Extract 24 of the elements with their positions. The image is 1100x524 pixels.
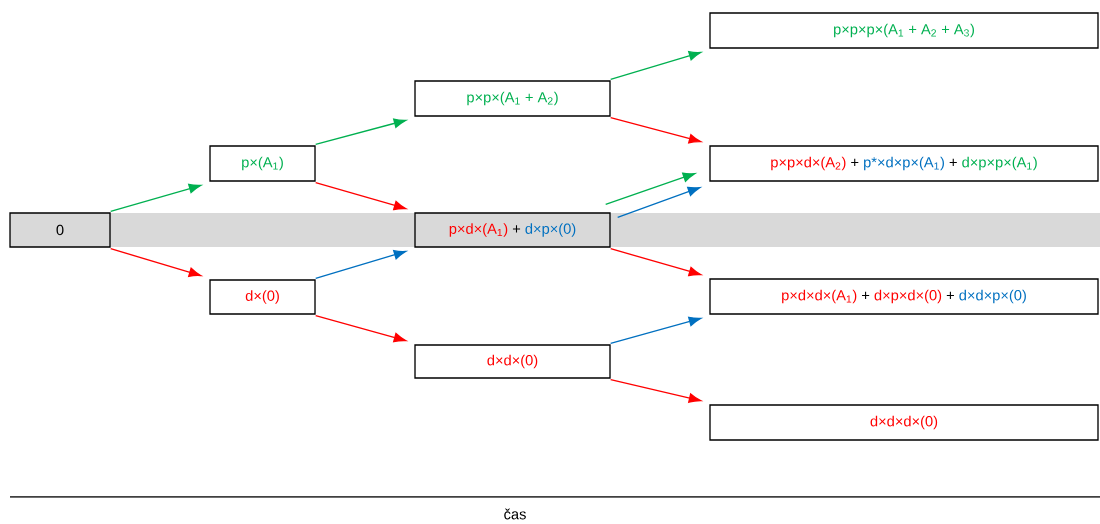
arrow bbox=[315, 182, 407, 211]
arrow bbox=[110, 183, 202, 212]
state-box: 0 bbox=[9, 212, 111, 248]
arrow bbox=[610, 248, 702, 277]
arrow bbox=[610, 316, 702, 344]
axis-label: čas bbox=[504, 508, 526, 520]
state-box: p×d×(A$_{1}$) + d×p×(0) bbox=[414, 212, 611, 248]
state-box: p×p×d×(A$_{2}$) + p*×d×p×(A$_{1}$) + d×p×p×(A$_{1}$) bbox=[709, 145, 1099, 182]
arrow bbox=[605, 172, 696, 205]
state-box: p×d×d×(A$_{1}$) + d×p×d×(0) + d×d×p×(0) bbox=[709, 278, 1099, 315]
state-box: p×p×(A$_{1}$ + A$_{2}$) bbox=[414, 80, 611, 117]
state-box: p×(A$_{1}$) bbox=[209, 145, 316, 182]
arrow bbox=[315, 118, 407, 145]
arrow bbox=[610, 117, 702, 144]
state-box: d×d×(0) bbox=[414, 344, 611, 379]
arrow bbox=[610, 379, 702, 403]
state-box: d×d×d×(0) bbox=[709, 404, 1099, 441]
arrow bbox=[617, 186, 701, 218]
arrow bbox=[315, 250, 407, 279]
arrow bbox=[110, 248, 202, 277]
state-box: p×p×p×(A$_{1}$ + A$_{2}$ + A$_{3}$) bbox=[709, 12, 1099, 49]
arrow bbox=[610, 51, 702, 80]
arrow bbox=[315, 315, 407, 343]
state-box: d×(0) bbox=[209, 279, 316, 315]
